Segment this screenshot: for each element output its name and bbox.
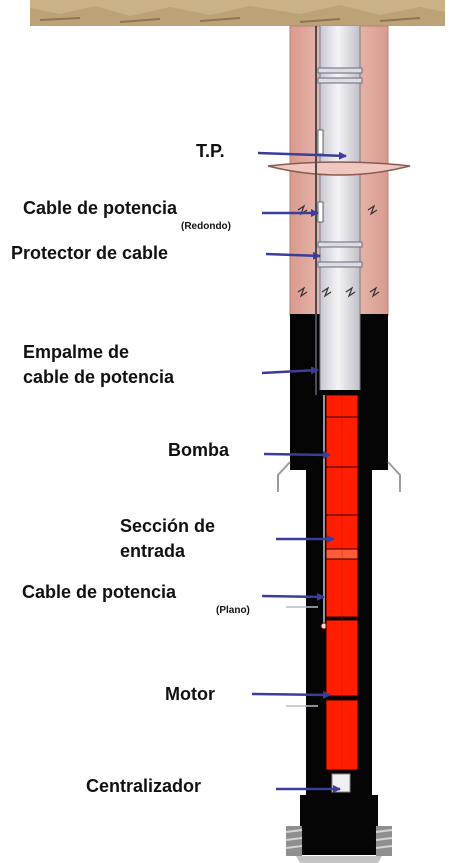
label-intake-line2: entrada [120,541,186,561]
tubing [320,26,360,390]
label-round-cable-sub: (Redondo) [181,221,231,232]
cable-clamps [297,204,380,298]
label-cable-protector: Protector de cable [11,243,169,263]
ground-surface [30,0,445,26]
label-splice-line2: cable de potencia [23,367,175,387]
tubing-couplings [317,67,363,268]
casing-shoulders [277,461,401,492]
arrow-splice [261,366,319,375]
arrow-pump [263,450,331,459]
arrow-cable-protector [265,251,321,260]
label-splice-line1: Empalme de [23,342,130,362]
label-intake-line1: Sección de [120,516,216,536]
pump-string [325,394,359,771]
label-pump: Bomba [168,440,230,460]
label-tp: T.P. [196,141,225,161]
arrow-motor [251,690,331,699]
label-arrows [251,151,347,793]
label-motor: Motor [165,684,215,704]
label-flat-cable: Cable de potencia [22,582,177,602]
flat-cable-ticks [286,606,318,707]
arrow-tp [257,151,347,160]
label-flat-cable-sub: (Plano) [216,605,250,616]
label-centralizer: Centralizador [86,776,202,796]
arrow-flat-cable [261,592,325,601]
bottom-threads [285,826,393,863]
label-round-cable: Cable de potencia [23,198,178,218]
packer-lens [267,161,411,176]
